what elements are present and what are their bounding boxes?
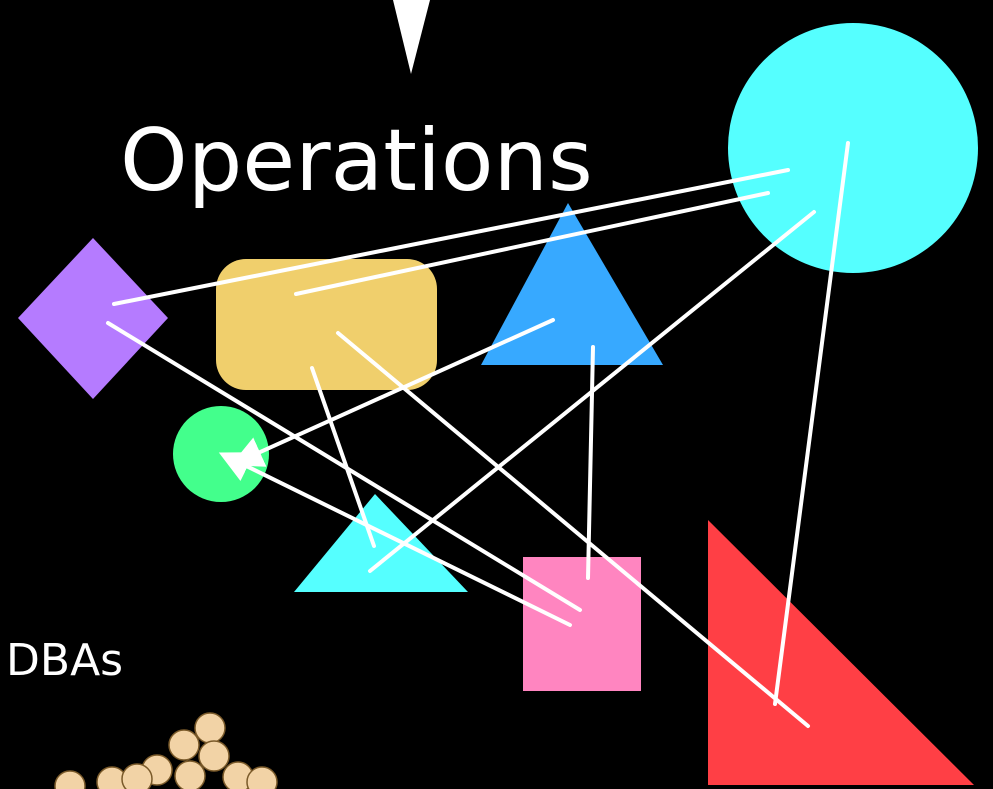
top-arrow-icon — [393, 0, 430, 74]
side-label: DBAs — [6, 635, 123, 686]
connector-line — [106, 321, 582, 612]
person-head-icon — [194, 712, 226, 744]
blue-triangle-shape — [481, 203, 663, 365]
pink-rect-shape — [523, 557, 641, 691]
arrow-connector-line — [230, 318, 555, 467]
person-head-icon — [198, 740, 230, 772]
arrow-connector-line — [218, 452, 572, 627]
connector-line — [773, 141, 850, 706]
person-head-icon — [54, 770, 86, 789]
person-head-icon — [174, 760, 206, 789]
slide-title: Operations — [120, 111, 593, 211]
people-group-icon — [54, 712, 278, 789]
big-circle-shape — [728, 23, 978, 273]
cyan-triangle-shape — [294, 494, 468, 592]
red-triangle-shape — [708, 520, 974, 785]
person-head-icon — [246, 766, 278, 789]
connector-line — [586, 345, 595, 580]
connector-line — [310, 366, 376, 548]
diamond-shape — [18, 238, 168, 399]
person-head-icon — [121, 763, 153, 789]
connector-line — [112, 168, 790, 306]
connector-line — [294, 191, 770, 296]
connector-lines — [106, 141, 850, 728]
person-head-icon — [168, 729, 200, 761]
rounded-rect-shape — [216, 259, 437, 390]
connector-line — [336, 331, 810, 728]
